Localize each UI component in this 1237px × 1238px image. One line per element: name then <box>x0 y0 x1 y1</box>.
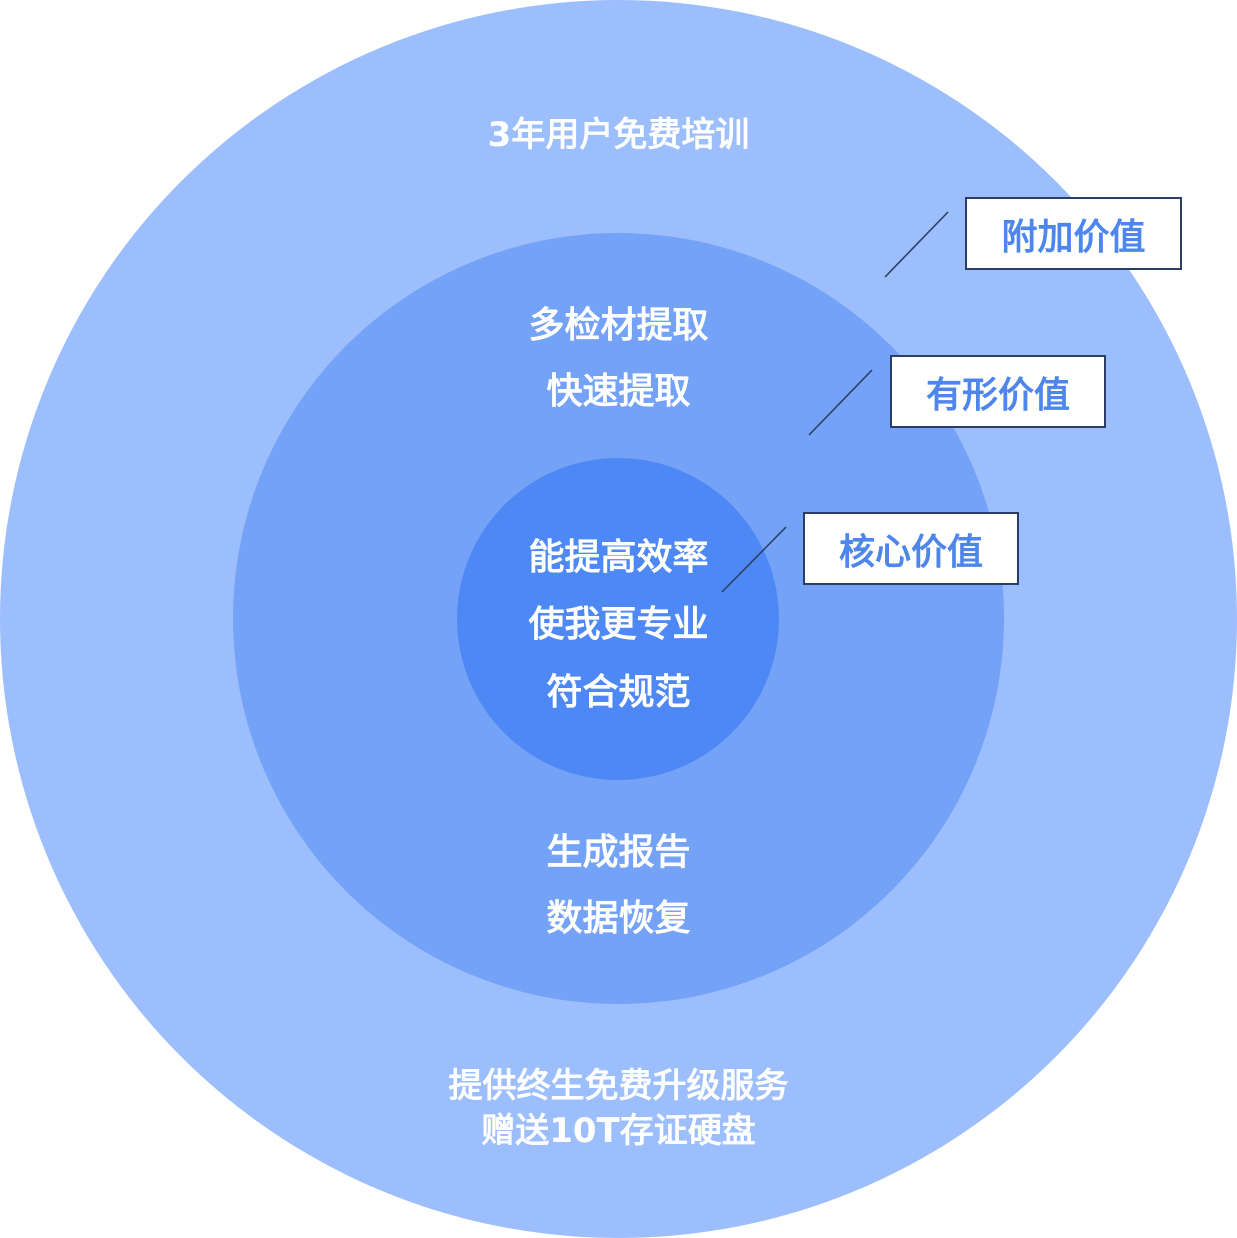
outer-top-text: 3年用户免费培训 <box>487 115 750 155</box>
label-additional-value-text: 附加价值 <box>1001 216 1146 258</box>
label-core-value: 核心价值 <box>803 512 1019 585</box>
label-tangible-value: 有形价值 <box>890 355 1106 428</box>
middle-top-line-1: 多检材提取 <box>528 305 709 346</box>
middle-top-line-2: 快速提取 <box>546 371 691 412</box>
inner-line-2: 使我更专业 <box>528 604 709 645</box>
middle-bottom-line-1: 生成报告 <box>546 832 691 873</box>
label-core-value-text: 核心价值 <box>838 531 983 573</box>
inner-line-3: 符合规范 <box>546 672 691 713</box>
outer-bottom-line-1: 提供终生免费升级服务 <box>448 1066 789 1106</box>
outer-bottom-line-2: 赠送10T存证硬盘 <box>481 1111 756 1151</box>
label-additional-value: 附加价值 <box>965 197 1182 270</box>
label-tangible-value-text: 有形价值 <box>925 374 1070 416</box>
inner-circle <box>457 458 779 780</box>
middle-bottom-line-2: 数据恢复 <box>546 898 691 939</box>
inner-line-1: 能提高效率 <box>528 537 709 578</box>
